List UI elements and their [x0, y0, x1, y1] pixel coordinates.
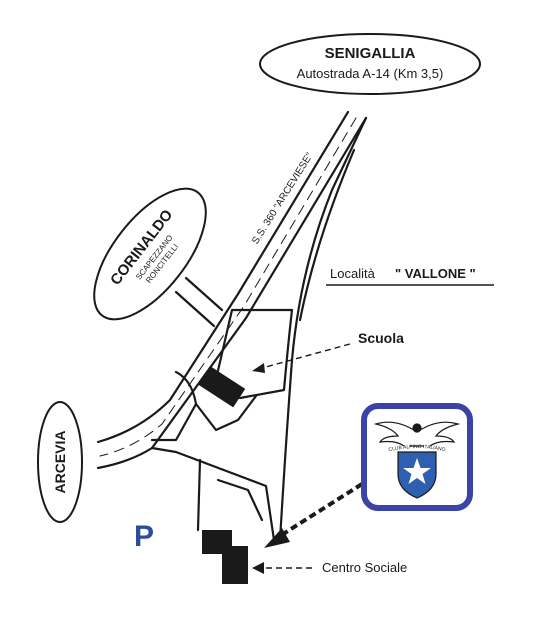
eagle-icon: [373, 421, 461, 447]
locality-label: Località " VALLONE ": [326, 266, 494, 286]
logo-pointer-line: [278, 482, 364, 538]
cai-logo: CLUB ALPINO ITALIANO: [361, 403, 473, 511]
parcel-south-c: [216, 478, 264, 522]
logo-pointer-arrow: [264, 482, 364, 548]
corinaldo-ellipse: [93, 187, 207, 321]
ss360-road-upper-edge: [96, 110, 350, 444]
senigallia-ellipse: [259, 33, 481, 95]
corinaldo-road-b: [174, 290, 216, 328]
centro-sociale-arrow-head: [252, 562, 264, 574]
scuola-label: Scuola: [358, 330, 404, 346]
school-block: [212, 308, 294, 400]
scuola-arrow-line: [261, 343, 351, 369]
parking-icon: P: [134, 520, 154, 553]
star-icon: [403, 458, 431, 484]
scuola-arrow-head: [252, 363, 265, 373]
right-road-inner: [298, 148, 356, 322]
logo-pointer-head: [264, 528, 290, 548]
parcel-south-a: [150, 446, 276, 542]
centro-sociale-building-b: [222, 546, 248, 584]
corinaldo-road-a: [184, 276, 224, 312]
road-network: [96, 110, 368, 542]
scuola-building: [198, 366, 246, 408]
centro-sociale-label: Centro Sociale: [322, 560, 407, 575]
senigallia-name: SENIGALLIA: [325, 45, 416, 62]
parcel-south-b: [196, 458, 202, 532]
parcel-center: [194, 394, 258, 432]
senigallia-detail: Autostrada A-14 (Km 3,5): [297, 66, 444, 81]
corinaldo-sign: CORINALDO SCAPEZZANO RONCITELLI: [93, 187, 207, 321]
locality-name: " VALLONE ": [395, 266, 476, 281]
arcevia-name: ARCEVIA: [52, 430, 68, 493]
senigallia-sign: SENIGALLIA Autostrada A-14 (Km 3,5): [259, 33, 481, 95]
cai-logo-text: CLUB ALPINO ITALIANO: [388, 444, 446, 453]
centro-sociale-marker: Centro Sociale: [202, 530, 407, 584]
ss360-centerline: [99, 117, 357, 457]
ss360-label: S.S. 360 "ARCEVIESE": [250, 151, 315, 247]
arcevia-sign: ARCEVIA: [37, 401, 83, 523]
arcevia-ellipse: [37, 401, 83, 523]
scuola-marker: Scuola: [198, 330, 404, 408]
locality-prefix: Località: [330, 266, 376, 281]
